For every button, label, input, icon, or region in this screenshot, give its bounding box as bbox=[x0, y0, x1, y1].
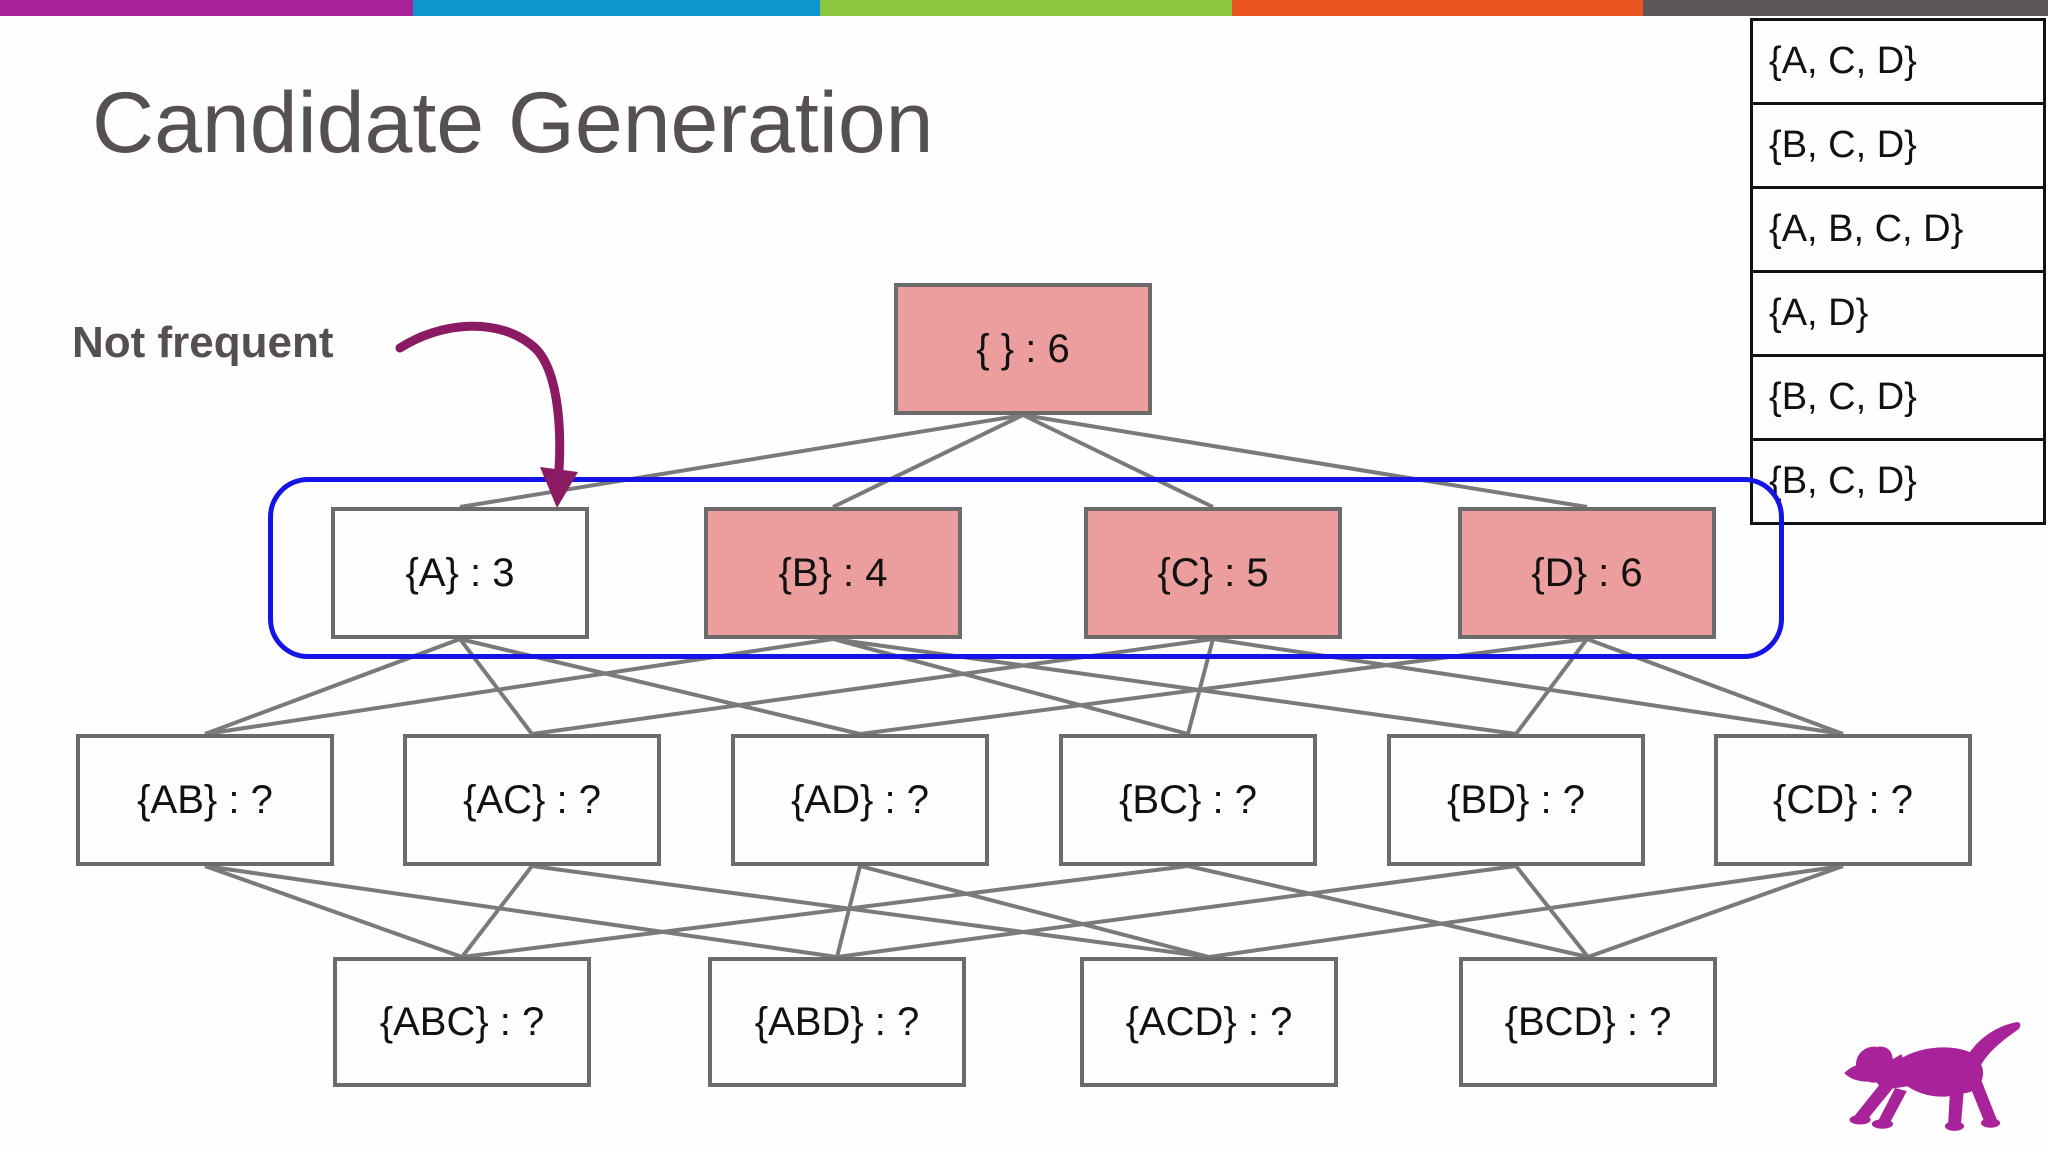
itemset-table: {A, C, D} {B, C, D} {A, B, C, D} {A, D} … bbox=[1750, 18, 2046, 525]
candidate-level-highlight-frame bbox=[268, 477, 1784, 659]
node-bcd: {BCD} : ? bbox=[1459, 957, 1717, 1087]
accent-segment-green bbox=[820, 0, 1232, 16]
accent-segment-blue bbox=[413, 0, 820, 16]
accent-segment-orange bbox=[1232, 0, 1643, 16]
node-acd: {ACD} : ? bbox=[1080, 957, 1338, 1087]
node-a: {A} : 3 bbox=[331, 507, 589, 639]
node-bc: {BC} : ? bbox=[1059, 734, 1317, 866]
node-ac: {AC} : ? bbox=[403, 734, 661, 866]
node-abc: {ABC} : ? bbox=[333, 957, 591, 1087]
node-d: {D} : 6 bbox=[1458, 507, 1716, 639]
accent-segment-magenta bbox=[0, 0, 413, 16]
itemset-table-row: {B, C, D} bbox=[1753, 354, 2043, 438]
node-abd: {ABD} : ? bbox=[708, 957, 966, 1087]
node-empty: { } : 6 bbox=[894, 283, 1152, 415]
node-cd: {CD} : ? bbox=[1714, 734, 1972, 866]
node-ab: {AB} : ? bbox=[76, 734, 334, 866]
itemset-table-row: {B, C, D} bbox=[1753, 438, 2043, 522]
itemset-table-row: {A, B, C, D} bbox=[1753, 186, 2043, 270]
node-b: {B} : 4 bbox=[704, 507, 962, 639]
node-c: {C} : 5 bbox=[1084, 507, 1342, 639]
accent-segment-gray bbox=[1643, 0, 2048, 16]
itemset-table-row: {B, C, D} bbox=[1753, 102, 2043, 186]
node-ad: {AD} : ? bbox=[731, 734, 989, 866]
annotation-not-frequent: Not frequent bbox=[72, 318, 334, 367]
itemset-table-row: {A, D} bbox=[1753, 270, 2043, 354]
top-accent-bar bbox=[0, 0, 2048, 16]
node-bd: {BD} : ? bbox=[1387, 734, 1645, 866]
page-title: Candidate Generation bbox=[92, 75, 934, 171]
itemset-table-row: {A, C, D} bbox=[1753, 21, 2043, 102]
